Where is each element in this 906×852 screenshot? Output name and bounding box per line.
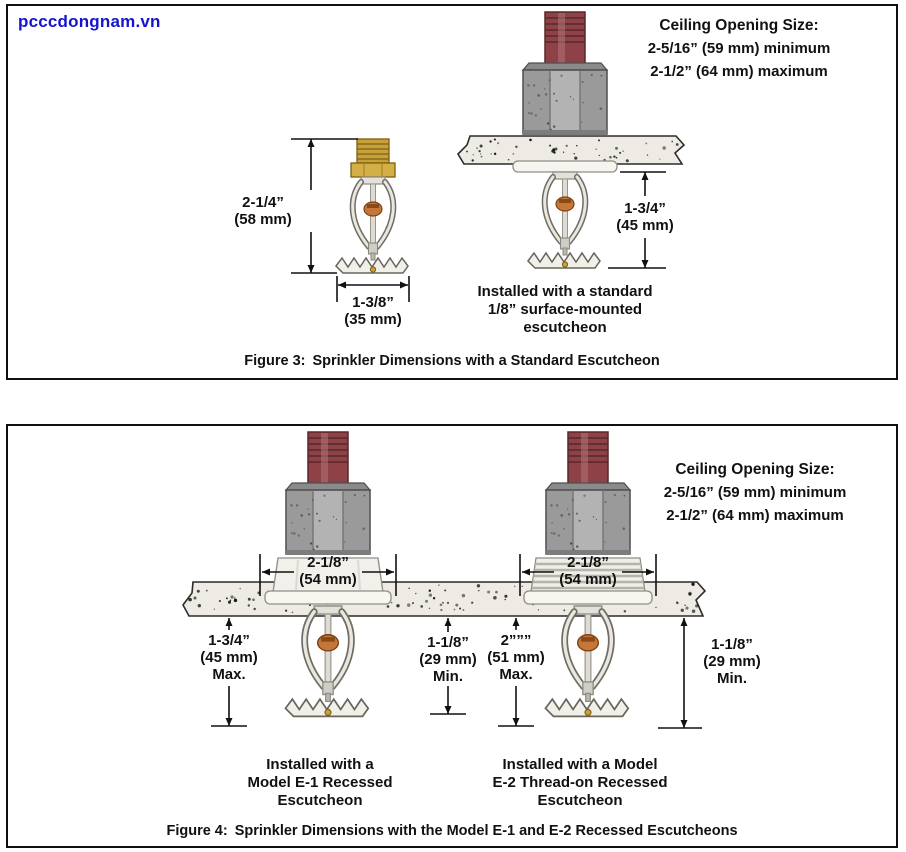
dimension-label-left-min: 1-1/8” (29 mm) Min. <box>405 634 491 685</box>
dimension-label-drop: 1-3/4” (45 mm) <box>602 200 688 234</box>
caption-line: E-2 Thread-on Recessed <box>492 774 668 791</box>
dimension-qualifier: Min. <box>433 668 463 685</box>
ceiling-opening-note: Ceiling Opening Size: 2-5/16” (59 mm) mi… <box>614 458 896 527</box>
figure3-panel: pcccdongnam.vn Ceiling Opening Size: 2-5… <box>6 4 898 380</box>
installed-caption: Installed with a standard 1/8” surface-m… <box>470 283 660 337</box>
dimension-value: 2-1/4” <box>242 194 284 211</box>
caption-line: Installed with a <box>266 756 374 773</box>
ceiling-note-min: 2-5/16” (59 mm) minimum <box>663 484 847 501</box>
dimension-label-width: 1-3/8” (35 mm) <box>326 294 420 328</box>
figure4-panel: Ceiling Opening Size: 2-5/16” (59 mm) mi… <box>6 424 898 848</box>
dimension-label-e2-width: 2-1/8” (54 mm) <box>545 554 631 588</box>
dimension-qualifier: Min. <box>717 670 747 687</box>
dimension-lines-fig4 <box>211 554 702 729</box>
figure4-art <box>182 431 707 729</box>
ceiling-note-max: 2-1/2” (64 mm) maximum <box>650 63 828 80</box>
ceiling-note-max: 2-1/2” (64 mm) maximum <box>666 507 844 524</box>
installed-sprinkler <box>528 172 600 268</box>
site-watermark: pcccdongnam.vn <box>18 12 161 31</box>
dimension-label-right-max: 2””” (51 mm) Max. <box>473 632 559 683</box>
caption-line: Escutcheon <box>277 792 363 809</box>
ceiling-note-min: 2-5/16” (59 mm) minimum <box>647 40 831 57</box>
dimension-metric: (29 mm) <box>419 651 477 668</box>
dimension-label-right-min: 1-1/8” (29 mm) Min. <box>692 636 772 687</box>
dimension-lines-fig3 <box>291 138 666 302</box>
dimension-label-height: 2-1/4” (58 mm) <box>220 194 306 228</box>
dimension-value: 2-1/8” <box>307 554 349 571</box>
installed-caption-e2: Installed with a Model E-2 Thread-on Rec… <box>464 756 696 810</box>
dimension-qualifier: Max. <box>212 666 246 683</box>
ceiling-cross-section <box>456 135 686 165</box>
dimension-value: 1-1/8” <box>427 634 469 651</box>
figure-caption-label: Figure 4: <box>166 823 228 839</box>
dimension-metric: (54 mm) <box>559 571 617 588</box>
dimension-label-e1-width: 2-1/8” (54 mm) <box>285 554 371 588</box>
dimension-metric: (51 mm) <box>487 649 545 666</box>
standard-escutcheon <box>512 160 618 173</box>
dimension-metric: (45 mm) <box>200 649 258 666</box>
dimension-qualifier: Max. <box>499 666 533 683</box>
caption-line: 1/8” surface-mounted <box>487 301 643 318</box>
figure-caption-text: Sprinkler Dimensions with the Model E-1 … <box>234 823 738 839</box>
caption-line: Installed with a standard <box>477 283 653 300</box>
caption-line: Installed with a Model <box>502 756 658 773</box>
figure-caption-text: Sprinkler Dimensions with a Standard Esc… <box>312 353 660 369</box>
dimension-label-left-max: 1-3/4” (45 mm) Max. <box>186 632 272 683</box>
ceiling-note-title: Ceiling Opening Size: <box>659 17 819 34</box>
bare-sprinkler-shank <box>350 138 396 178</box>
installed-caption-e1: Installed with a Model E-1 Recessed Escu… <box>218 756 422 810</box>
pipe-coupling-left <box>285 431 371 555</box>
figure4-caption: Figure 4: Sprinkler Dimensions with the M… <box>8 823 896 839</box>
figure3-caption: Figure 3: Sprinkler Dimensions with a Sta… <box>8 353 896 369</box>
caption-line: Model E-1 Recessed <box>247 774 393 791</box>
dimension-metric: (45 mm) <box>616 217 674 234</box>
dimension-metric: (35 mm) <box>344 311 402 328</box>
figure3-art <box>291 11 686 302</box>
caption-line: Escutcheon <box>537 792 623 809</box>
caption-line: escutcheon <box>523 319 607 336</box>
dimension-metric: (29 mm) <box>703 653 761 670</box>
ceiling-opening-note: Ceiling Opening Size: 2-5/16” (59 mm) mi… <box>574 14 904 83</box>
ceiling-speckles <box>466 138 679 163</box>
bare-sprinkler <box>336 177 408 273</box>
dimension-value: 2-1/8” <box>567 554 609 571</box>
dimension-value: 1-3/4” <box>624 200 666 217</box>
figure-caption-label: Figure 3: <box>244 353 306 369</box>
dimension-metric: (54 mm) <box>299 571 357 588</box>
ceiling-note-title: Ceiling Opening Size: <box>675 461 835 478</box>
dimension-value: 1-1/8” <box>711 636 753 653</box>
dimension-value: 1-3/8” <box>352 294 394 311</box>
dimension-metric: (58 mm) <box>234 211 292 228</box>
sprinkler-left <box>285 606 368 716</box>
dimension-value: 1-3/4” <box>208 632 250 649</box>
dimension-value: 2””” <box>500 632 532 649</box>
